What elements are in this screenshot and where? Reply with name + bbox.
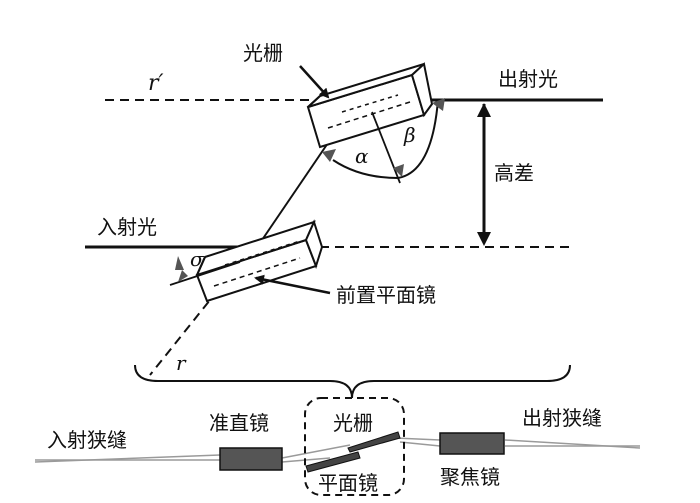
beam-bottom-1: [34, 454, 221, 463]
normal-arrow-icon: [393, 164, 404, 177]
height-arrow-top-icon: [477, 103, 491, 117]
beam-bottom-3: [281, 444, 351, 459]
r-prime-label: r′: [148, 71, 164, 96]
connecting-beam: [261, 139, 331, 241]
beta-arrow-icon: [432, 98, 445, 111]
mirror-tilt-line: [169, 261, 241, 286]
grating-pointer: [299, 65, 330, 99]
alpha-label: α: [355, 144, 369, 168]
r-label: r: [176, 351, 187, 375]
grating-box: [306, 62, 434, 149]
beam-bottom-6: [399, 441, 441, 447]
plane-mirror-bottom-label: 平面镜: [318, 471, 378, 495]
focusing-mirror-block: [439, 432, 505, 455]
curly-brace: [134, 364, 571, 399]
alpha-arrow-icon: [322, 149, 336, 162]
grating-small-shape: [347, 431, 401, 453]
focusing-mirror-label: 聚焦镜: [440, 465, 500, 489]
sigma-label: σ: [190, 247, 205, 271]
pre-mirror-pointer: [254, 274, 331, 295]
incident-light-label: 入射光: [97, 215, 157, 239]
exit-light-label: 出射光: [498, 67, 558, 91]
grating-label: 光栅: [243, 41, 283, 65]
grating-normal: [371, 111, 401, 184]
height-difference-label: 高差: [494, 161, 534, 185]
sigma-arrow2-icon: [178, 270, 188, 282]
exit-slit-label: 出射狭缝: [522, 406, 602, 430]
beam-bottom-7: [504, 439, 641, 449]
plane-mirror-small-shape: [305, 451, 361, 473]
entrance-slit-label: 入射狭缝: [47, 428, 127, 452]
height-arrow-bottom-icon: [477, 232, 491, 246]
grating-mirror-dashed-box: [304, 397, 405, 496]
pre-plane-mirror-box: [195, 219, 324, 303]
collimator-block: [219, 447, 283, 471]
beta-label: β: [403, 123, 416, 147]
r-dashed-line: [149, 289, 219, 376]
sigma-arrow-icon: [175, 256, 184, 270]
beam-bottom-5: [394, 437, 441, 441]
collimator-label: 准直镜: [209, 411, 269, 435]
pre-plane-mirror-label: 前置平面镜: [336, 283, 436, 307]
grating-bottom-label: 光栅: [333, 411, 373, 435]
angle-arc: [332, 99, 439, 180]
